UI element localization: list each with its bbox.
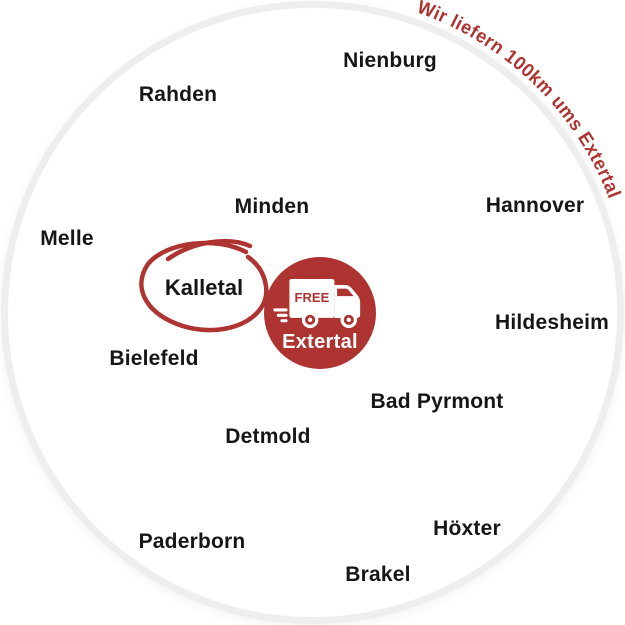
city-label-minden: Minden [234,195,310,218]
speed-line-icon [273,308,288,312]
city-label-melle: Melle [40,227,94,250]
city-label-hildesheim: Hildesheim [494,311,610,334]
city-label-nienburg: Nienburg [343,49,437,72]
city-label-höxter: Höxter [433,517,501,540]
city-label-kalletal: Kalletal [164,275,244,300]
truck-window [337,288,354,297]
city-label-paderborn: Paderborn [138,530,246,553]
city-label-hannover: Hannover [485,194,585,217]
city-label-bielefeld: Bielefeld [109,347,199,370]
truck-wheel-icon [340,311,358,329]
city-label-rahden: Rahden [138,83,218,106]
speed-line-icon [276,313,288,317]
speed-line-icon [280,319,288,323]
city-label-bad-pyrmont: Bad Pyrmont [370,390,504,413]
free-label: FREE [295,290,330,305]
badge-place-label: Extertal [282,331,358,353]
truck-wheel-icon [301,311,319,329]
delivery-truck-icon: FREE [273,278,361,329]
truck-cargo-box [289,278,335,318]
city-label-detmold: Detmold [225,425,311,448]
city-label-brakel: Brakel [345,563,411,586]
extertal-free-delivery-badge: FREE Extertal [264,257,376,369]
